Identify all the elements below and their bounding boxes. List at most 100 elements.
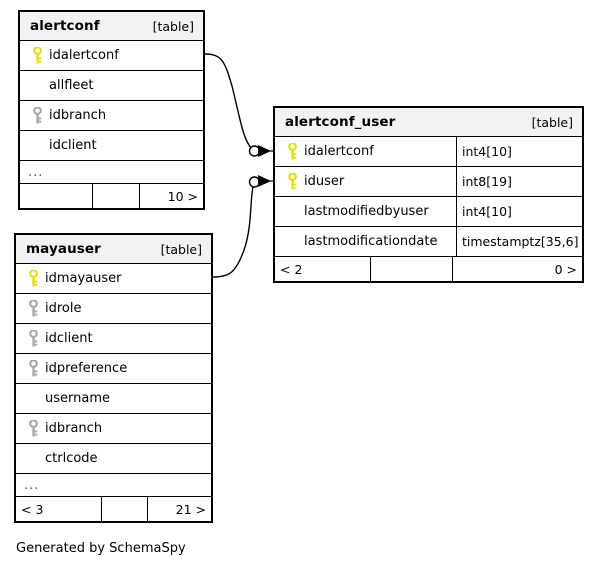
- primary-key-glyph: [28, 270, 38, 287]
- er-more-columns-indicator: ...: [16, 474, 211, 497]
- foreign-key-glyph: [28, 300, 38, 317]
- er-column-list: idmayauser idrole: [16, 264, 211, 521]
- er-table-footer: < 2 0 >: [275, 257, 582, 281]
- er-column-row[interactable]: idmayauser: [16, 264, 211, 294]
- er-table-header: mayauser [table]: [16, 235, 211, 264]
- er-column-name-cell: iduser: [275, 167, 456, 196]
- key-icon-foreign: [28, 107, 46, 124]
- cardinality-zero-marker: [248, 176, 261, 188]
- foreign-key-glyph: [28, 330, 38, 347]
- primary-key-glyph: [287, 143, 297, 160]
- er-column-row[interactable]: idrole: [16, 294, 211, 324]
- er-column-label: lastmodifiedbyuser: [304, 204, 429, 219]
- er-column-list: idalertconf allfleet: [20, 41, 203, 208]
- er-column-label: idalertconf: [304, 144, 374, 159]
- er-column-label: lastmodificationdate: [304, 234, 438, 249]
- er-column-list: idalertconf int4[10] iduser: [275, 137, 582, 281]
- er-footer-middle: [371, 257, 453, 281]
- er-column-type-cell: int4[10]: [456, 137, 582, 166]
- er-column-label: idclient: [45, 331, 93, 346]
- er-column-label: idbranch: [49, 108, 107, 123]
- er-column-label: idclient: [49, 138, 97, 153]
- er-column-row[interactable]: idclient: [20, 131, 203, 161]
- er-table-type-tag: [table]: [160, 241, 202, 257]
- key-icon-foreign: [24, 420, 42, 437]
- er-column-label: idmayauser: [45, 271, 122, 286]
- er-column-row[interactable]: ctrlcode: [16, 444, 211, 474]
- er-table-footer: 10 >: [20, 184, 203, 208]
- er-column-row[interactable]: idalertconf: [20, 41, 203, 71]
- cardinality-zero-marker: [248, 145, 261, 157]
- key-icon-primary: [283, 173, 301, 190]
- er-column-row[interactable]: iduser int8[19]: [275, 167, 582, 197]
- er-column-name-cell: allfleet: [20, 71, 203, 100]
- er-table-type-tag: [table]: [152, 18, 194, 34]
- er-more-columns-indicator: ...: [20, 161, 203, 184]
- er-footer-child-count[interactable]: 21 >: [175, 501, 206, 517]
- er-column-name-cell: idclient: [16, 324, 211, 353]
- er-column-label: idalertconf: [49, 48, 119, 63]
- er-column-label: iduser: [304, 174, 345, 189]
- er-table-alertconf[interactable]: alertconf [table] idalertconf: [18, 10, 205, 210]
- er-column-label: idpreference: [45, 361, 128, 376]
- er-footer-child-count[interactable]: 0 >: [554, 261, 577, 277]
- er-column-label: idrole: [45, 301, 82, 316]
- er-column-row[interactable]: idbranch: [20, 101, 203, 131]
- er-table-title: alertconf: [30, 18, 100, 34]
- key-icon-foreign: [24, 300, 42, 317]
- key-icon-primary: [28, 47, 46, 64]
- er-column-type-cell: int8[19]: [456, 167, 582, 196]
- er-footer-middle: [102, 497, 148, 521]
- er-column-label: username: [45, 391, 110, 406]
- er-column-name-cell: ctrlcode: [16, 444, 211, 473]
- er-column-row[interactable]: idclient: [16, 324, 211, 354]
- er-column-name-cell: idpreference: [16, 354, 211, 383]
- cardinality-many-marker: [258, 175, 271, 187]
- er-footer-child-count[interactable]: 10 >: [167, 188, 198, 204]
- key-icon-primary: [24, 270, 42, 287]
- er-column-row[interactable]: lastmodificationdate timestamptz[35,6]: [275, 227, 582, 257]
- er-column-name-cell: idalertconf: [275, 137, 456, 166]
- generated-by-caption: Generated by SchemaSpy: [16, 541, 186, 556]
- key-icon-foreign: [24, 360, 42, 377]
- primary-key-glyph: [32, 47, 42, 64]
- er-table-type-tag: [table]: [531, 114, 573, 130]
- er-column-name-cell: idbranch: [16, 414, 211, 443]
- er-column-name-cell: idalertconf: [20, 41, 203, 70]
- er-footer-parent-count[interactable]: [20, 184, 93, 208]
- er-column-name-cell: lastmodificationdate: [275, 227, 456, 256]
- er-column-type-cell: int4[10]: [456, 197, 582, 226]
- er-column-label: allfleet: [49, 78, 94, 93]
- er-column-row[interactable]: lastmodifiedbyuser int4[10]: [275, 197, 582, 227]
- er-table-alertconf-user[interactable]: alertconf_user [table] idalertconf: [273, 106, 584, 283]
- er-column-row[interactable]: allfleet: [20, 71, 203, 101]
- key-icon-primary: [283, 143, 301, 160]
- er-column-label: idbranch: [45, 421, 103, 436]
- er-column-name-cell: idmayauser: [16, 264, 211, 293]
- er-column-name-cell: idbranch: [20, 101, 203, 130]
- er-footer-parent-count[interactable]: < 3: [16, 497, 102, 521]
- relationship-line: [212, 186, 254, 278]
- key-icon-foreign: [24, 330, 42, 347]
- relationship-mayauser-to-alertconf_user: [212, 175, 273, 278]
- relationship-alertconf-to-alertconf_user: [204, 53, 273, 157]
- er-column-name-cell: lastmodifiedbyuser: [275, 197, 456, 226]
- er-table-mayauser[interactable]: mayauser [table] idmayauser: [14, 233, 213, 523]
- er-column-name-cell: idrole: [16, 294, 211, 323]
- foreign-key-glyph: [32, 107, 42, 124]
- er-footer-middle: [93, 184, 140, 208]
- relationship-line: [204, 53, 253, 150]
- er-column-row[interactable]: username: [16, 384, 211, 414]
- er-table-title: mayauser: [26, 241, 101, 257]
- er-column-row[interactable]: idbranch: [16, 414, 211, 444]
- er-table-footer: < 3 21 >: [16, 497, 211, 521]
- cardinality-many-marker: [258, 145, 271, 157]
- er-table-header: alertconf_user [table]: [275, 108, 582, 137]
- er-table-title: alertconf_user: [285, 114, 396, 130]
- er-column-row[interactable]: idalertconf int4[10]: [275, 137, 582, 167]
- er-footer-parent-count[interactable]: < 2: [275, 257, 371, 281]
- primary-key-glyph: [287, 173, 297, 190]
- er-column-row[interactable]: idpreference: [16, 354, 211, 384]
- er-column-type-cell: timestamptz[35,6]: [456, 227, 582, 256]
